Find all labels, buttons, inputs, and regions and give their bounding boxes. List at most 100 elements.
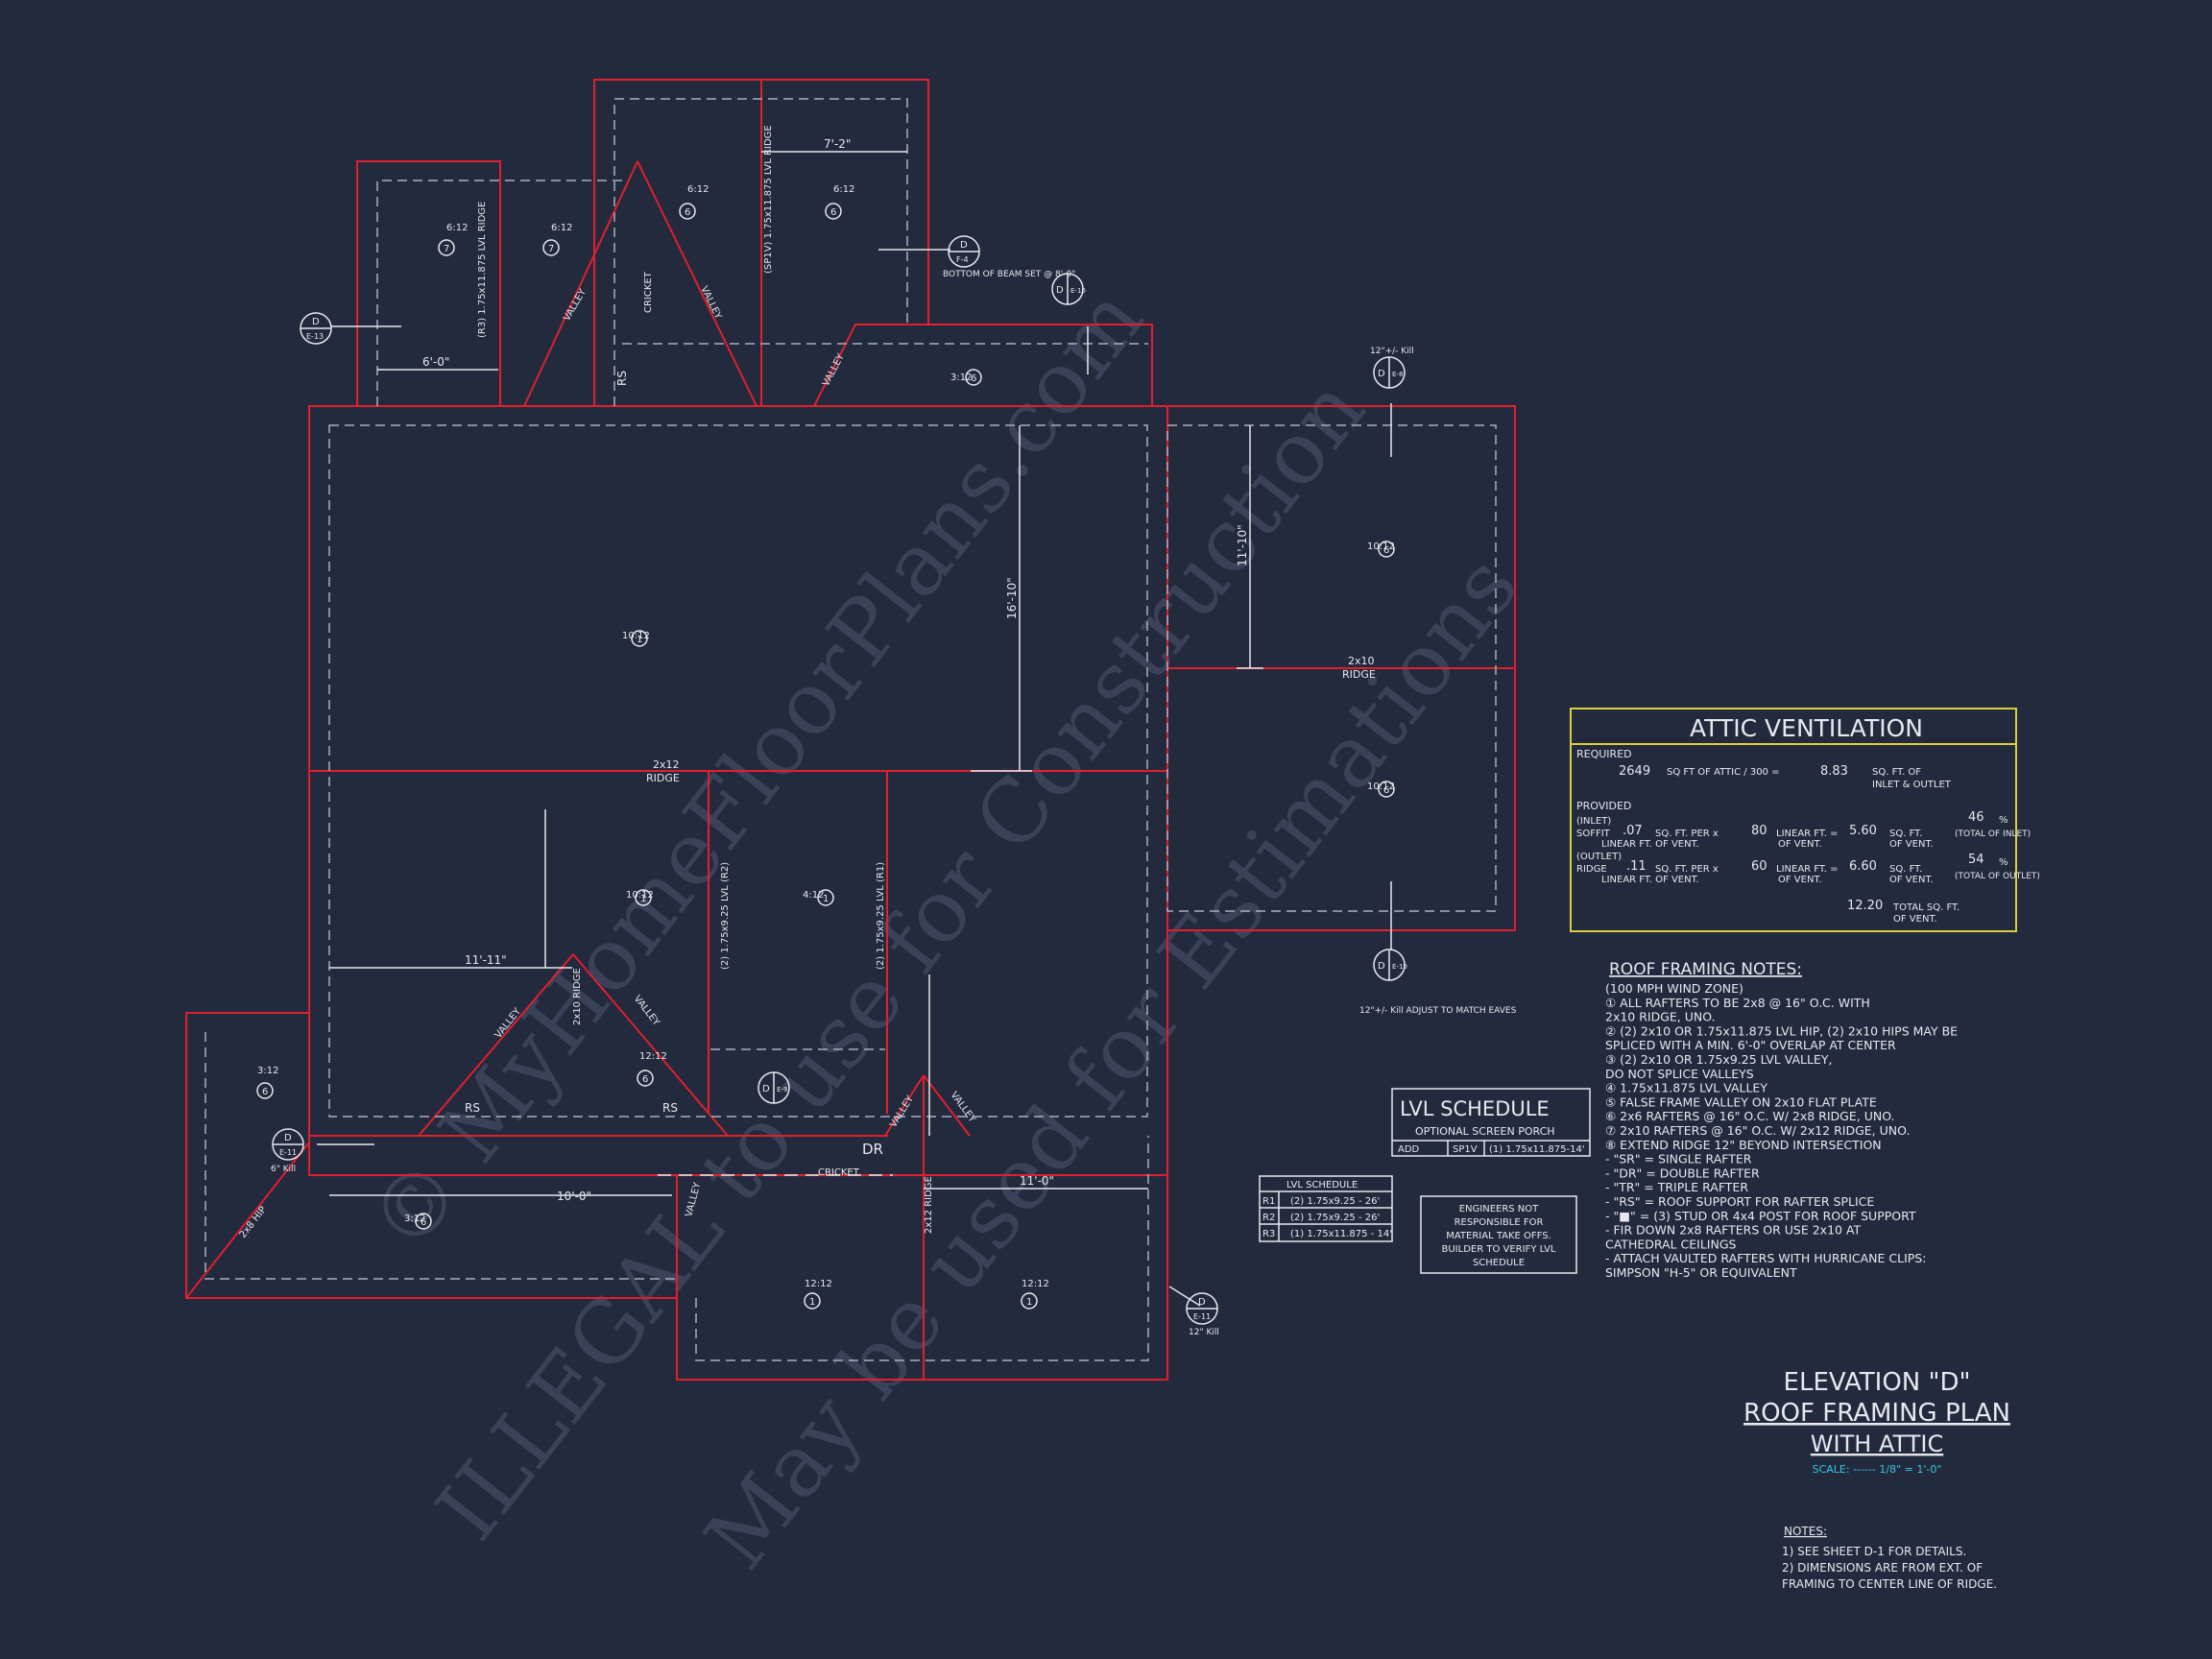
attic-soffit-lf: 80: [1751, 824, 1767, 838]
cricket-label-1: CRICKET: [643, 271, 654, 313]
valley-label-6: VALLEY: [888, 1094, 916, 1130]
attic-soffit-val: .07: [1623, 824, 1643, 838]
detail-callout-1: D E-13: [300, 312, 332, 345]
note-line: - "RS" = ROOF SUPPORT FOR RAFTER SPLICE: [1605, 1194, 1874, 1209]
kill-label-3: 12" Kill: [1189, 1328, 1219, 1337]
area-6: 10:12 1: [626, 889, 654, 906]
ridge-main-size: 2x12: [653, 758, 680, 771]
attic-total-text2: OF VENT.: [1893, 914, 1937, 925]
pitch-label: 3:12: [950, 373, 972, 383]
valley-label-7: VALLEY: [949, 1090, 978, 1125]
attic-total-outlet: (TOTAL OF OUTLET): [1955, 872, 2040, 881]
area-number: 1: [640, 894, 646, 904]
valley-label-2: VALLEY: [698, 284, 723, 322]
attic-ridge-val: .11: [1626, 859, 1647, 874]
dim-16-10: 16'-10": [1005, 577, 1019, 619]
attic-pct-1: %: [1999, 815, 2008, 826]
attic-of-vent-2: OF VENT.: [1889, 839, 1934, 850]
svg-text:D: D: [1198, 1297, 1206, 1308]
svg-text:E-11: E-11: [1193, 1312, 1211, 1321]
area-number: 7: [548, 244, 554, 254]
bottom-of-beam-label: BOTTOM OF BEAM SET @ 8'-0": [943, 270, 1075, 279]
title-block: ELEVATION "D" ROOF FRAMING PLAN WITH ATT…: [1743, 1368, 2010, 1476]
note-line: - "■" = (3) STUD OR 4x4 POST FOR ROOF SU…: [1605, 1209, 1916, 1223]
svg-text:F-4: F-4: [956, 255, 969, 264]
lvl-beam-r1: (2) 1.75x9.25 LVL (R1): [876, 862, 886, 970]
notes-list: (100 MPH WIND ZONE)① ALL RAFTERS TO BE 2…: [1605, 981, 1958, 1280]
dim-11-0: 11'-0": [1020, 1174, 1054, 1188]
engineers-note: ENGINEERS NOT RESPONSIBLE FOR MATERIAL T…: [1420, 1195, 1577, 1274]
dim-6-0: 6'-0": [422, 355, 449, 369]
engineers-line-5: SCHEDULE: [1473, 1258, 1525, 1268]
svg-text:E-10: E-10: [1392, 963, 1407, 971]
cricket-label-2: CRICKET: [818, 1167, 860, 1178]
dim-11-10: 11'-10": [1236, 524, 1249, 566]
attic-req-unit2: INLET & OUTLET: [1872, 780, 1952, 790]
area-12: 3:12 6: [404, 1213, 432, 1230]
area-number: 6: [685, 207, 690, 218]
attic-sqft-1: SQ. FT.: [1889, 829, 1922, 839]
note-line: - FIR DOWN 2x8 RAFTERS OR USE 2x10 AT: [1605, 1223, 1862, 1238]
title-line-3: WITH ATTIC: [1811, 1431, 1943, 1457]
area-number: 1: [1026, 1297, 1032, 1308]
valley-label-3: VALLEY: [821, 351, 847, 388]
attic-provided: PROVIDED: [1576, 800, 1631, 812]
svg-text:D: D: [284, 1133, 292, 1143]
area-number: 7: [444, 244, 449, 254]
attic-inlet: (INLET): [1576, 816, 1611, 827]
pitch-labels: 6:12 7 6:12 7 6:12 6 6:12 6 10:12 1 10:1…: [256, 184, 1395, 1310]
pitch-label: 10:12: [626, 890, 654, 901]
engineers-line-4: BUILDER TO VERIFY LVL: [1442, 1244, 1556, 1255]
dimension-lines: [317, 151, 1392, 1307]
area-2: 6:12 7: [542, 223, 572, 256]
attic-ridge: RIDGE: [1576, 864, 1607, 875]
attic-title: ATTIC VENTILATION: [1690, 714, 1923, 742]
area-number: 6: [642, 1074, 648, 1085]
note-line: CATHEDRAL CEILINGS: [1605, 1237, 1737, 1251]
pitch-label: 6:12: [833, 184, 854, 195]
area-number: 6: [1383, 785, 1389, 796]
area-1: 6:12 7: [438, 223, 468, 256]
detail-callout-4: D E-8: [1373, 356, 1406, 389]
attic-lin-of-vent-2: LINEAR FT. OF VENT.: [1601, 875, 1699, 885]
svg-text:E-11: E-11: [279, 1148, 297, 1157]
area-number: 6: [262, 1087, 268, 1097]
lvl-porch-c1: ADD: [1398, 1144, 1420, 1155]
note-line: 2x10 RIDGE, UNO.: [1605, 1010, 1716, 1024]
lvl-schedule-porch: LVL SCHEDULE OPTIONAL SCREEN PORCH ADD S…: [1391, 1088, 1591, 1157]
wall-lines: [204, 98, 1497, 1361]
area-number: 1: [637, 635, 642, 645]
attic-of-vent-3: OF VENT.: [1778, 875, 1822, 885]
note-line: ① ALL RAFTERS TO BE 2x8 @ 16" O.C. WITH: [1605, 996, 1870, 1010]
attic-sq-per-1: SQ. FT. PER x: [1655, 829, 1719, 839]
detail-callout-2: D F-4: [948, 235, 980, 268]
pitch-label: 12:12: [805, 1279, 832, 1289]
pitch-label: 4:12: [803, 890, 824, 901]
lvl-row-3-id: R3: [1262, 1229, 1275, 1239]
svg-text:D: D: [1378, 369, 1385, 379]
footnote-2: 2) DIMENSIONS ARE FROM EXT. OF: [1782, 1561, 1983, 1575]
attic-pct-2: %: [1999, 857, 2008, 868]
note-line: - "TR" = TRIPLE RAFTER: [1605, 1180, 1748, 1194]
lvl-ridge-sp1v: (SP1V) 1.75x11.875 LVL RIDGE: [763, 125, 774, 274]
area-number: 1: [809, 1297, 815, 1308]
svg-text:E-8: E-8: [1392, 371, 1403, 378]
svg-text:D: D: [1378, 961, 1385, 972]
pitch-label: 10:12: [1367, 541, 1395, 552]
area-number: 6: [830, 207, 836, 218]
ridge-right-word: RIDGE: [1342, 668, 1376, 681]
note-line: ④ 1.75x11.875 LVL VALLEY: [1605, 1081, 1767, 1095]
svg-text:D: D: [312, 317, 320, 327]
footnotes: NOTES: 1) SEE SHEET D-1 FOR DETAILS. 2) …: [1782, 1525, 1997, 1591]
dimension-labels: 7'-2" 6'-0" 16'-10" 11'-10" 11'-11" 10'-…: [422, 137, 1249, 1203]
note-line: ⑧ EXTEND RIDGE 12" BEYOND INTERSECTION: [1605, 1138, 1882, 1152]
note-line: ② (2) 2x10 OR 1.75x11.875 LVL HIP, (2) 2…: [1605, 1023, 1958, 1038]
detail-callout-6: D E-11: [272, 1128, 304, 1161]
note-line: SIMPSON "H-5" OR EQUIVALENT: [1605, 1265, 1797, 1280]
lvl-porch-title: LVL SCHEDULE: [1400, 1097, 1550, 1120]
note-line: ⑥ 2x6 RAFTERS @ 16" O.C. W/ 2x8 RIDGE, U…: [1605, 1109, 1895, 1123]
lvl-row-1-id: R1: [1262, 1196, 1275, 1207]
attic-sq-per-2: SQ. FT. PER x: [1655, 864, 1719, 875]
ridge-2x10-label: 2x10 RIDGE: [572, 968, 583, 1025]
